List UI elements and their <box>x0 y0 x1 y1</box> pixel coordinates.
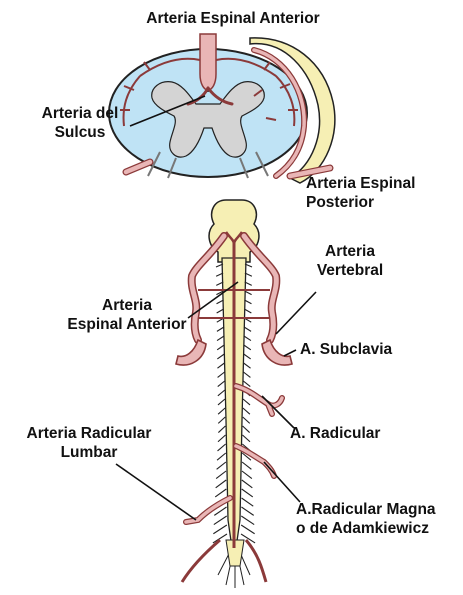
label-radicular: A. Radicular <box>290 424 430 443</box>
label-lumbar-radicular: Arteria Radicular Lumbar <box>4 424 174 462</box>
label-anterior-spinal-mid: Arteria Espinal Anterior <box>52 296 202 334</box>
rootlet <box>244 345 251 350</box>
rootlet <box>217 309 224 313</box>
rootlet <box>214 516 227 525</box>
spinal-cord-cross-section <box>109 34 335 183</box>
rootlet <box>217 363 224 368</box>
rootlet <box>243 372 250 377</box>
rootlet <box>218 408 225 414</box>
label-posterior-spinal: Arteria Espinal Posterior <box>306 174 456 212</box>
rootlet <box>241 516 254 525</box>
pointer-lumbar <box>116 464 196 520</box>
subclavian-artery-right <box>262 340 292 365</box>
rootlet <box>243 381 250 387</box>
rootlet <box>216 471 226 479</box>
rootlet <box>218 417 225 423</box>
rootlet <box>218 426 225 433</box>
label-anterior-spinal-top: Arteria Espinal Anterior <box>118 9 348 28</box>
rootlet <box>216 480 226 488</box>
label-subclavian: A. Subclavia <box>300 340 440 359</box>
subclavian-artery-left <box>176 340 206 365</box>
rootlet <box>244 309 251 313</box>
rootlet <box>217 327 224 331</box>
rootlet <box>218 390 225 396</box>
pointer-subclavian <box>284 350 296 356</box>
rootlet <box>243 426 250 433</box>
sacral-branch-right <box>246 540 266 582</box>
rootlet <box>242 435 250 442</box>
pointer-adamkiewicz <box>264 462 300 502</box>
rootlet <box>244 336 251 341</box>
rootlet <box>244 354 251 359</box>
pointer-vertebral <box>276 292 316 334</box>
rootlet <box>213 525 226 534</box>
label-vertebral: Arteria Vertebral <box>290 242 410 280</box>
rootlet <box>244 327 251 331</box>
rootlet <box>242 480 252 488</box>
rootlet <box>241 525 254 534</box>
rootlet <box>217 462 226 469</box>
rootlet <box>217 336 224 341</box>
rootlet <box>243 408 250 414</box>
rootlet <box>218 444 226 451</box>
rootlet <box>244 363 251 368</box>
label-adamkiewicz: A.Radicular Magna o de Adamkiewicz <box>296 500 460 538</box>
rootlet <box>241 507 253 515</box>
rootlet <box>243 399 250 405</box>
rootlet <box>218 435 226 442</box>
rootlet <box>242 471 252 479</box>
sacral-branch-left <box>182 540 220 582</box>
label-sulcal-artery: Arteria del Sulcus <box>20 104 140 142</box>
rootlet <box>242 498 254 506</box>
rootlet <box>242 462 251 469</box>
rootlet <box>218 372 225 377</box>
anterior-spinal-artery-section <box>200 34 216 90</box>
rootlet <box>215 489 226 497</box>
rootlet <box>217 354 224 359</box>
rootlet <box>242 489 253 497</box>
rootlet <box>217 345 224 350</box>
rootlet <box>217 453 226 460</box>
rootlet <box>243 417 250 423</box>
rootlet <box>218 381 225 387</box>
rootlet <box>218 399 225 405</box>
